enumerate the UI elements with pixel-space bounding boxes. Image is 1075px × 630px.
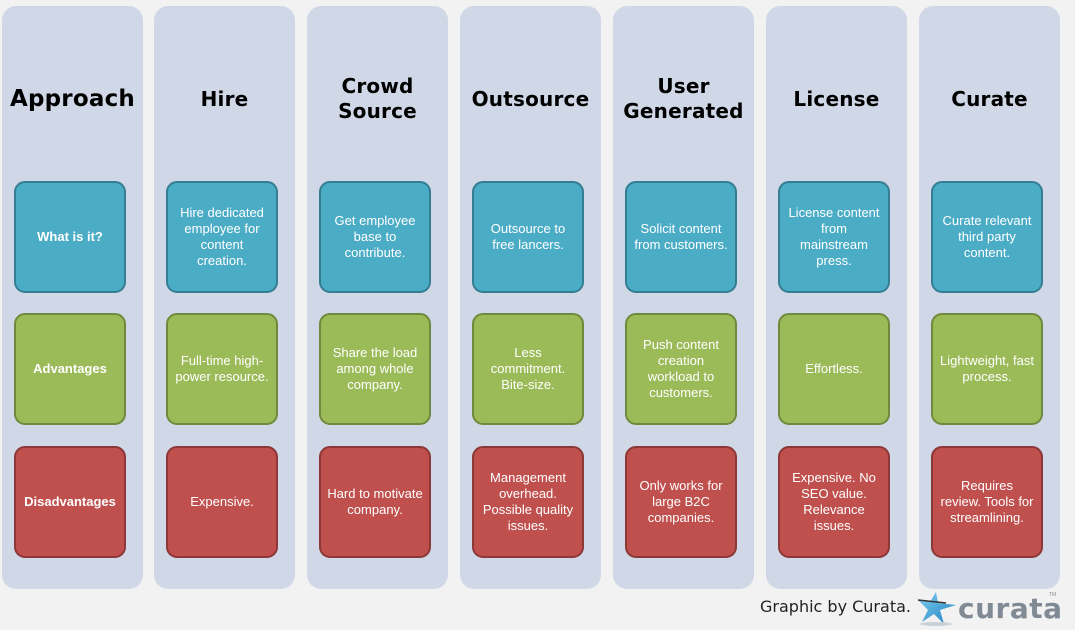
trademark: TM	[1049, 592, 1057, 598]
curata-logo: curata TM	[916, 590, 1062, 628]
logo-text: curata	[958, 592, 1063, 625]
column-outsource: Outsource Outsource to free lancers. Les…	[460, 6, 601, 589]
what-is-it-cell: Get employee base to contribute.	[319, 181, 431, 293]
what-is-it-cell: Solicit content from customers.	[625, 181, 737, 293]
row-label-advantages: Advantages	[14, 313, 126, 425]
row-label-what-is-it: What is it?	[14, 181, 126, 293]
what-is-it-cell: Hire dedicated employee for content crea…	[166, 181, 278, 293]
advantages-cell: Push content creation workload to custom…	[625, 313, 737, 425]
column-title: Hire	[200, 86, 249, 111]
column-title: Curate	[951, 86, 1028, 111]
what-is-it-cell: License content from mainstream press.	[778, 181, 890, 293]
column-title: Approach	[9, 85, 135, 112]
disadvantages-cell: Only works for large B2C companies.	[625, 446, 737, 558]
row-label-disadvantages: Disadvantages	[14, 446, 126, 558]
disadvantages-cell: Management overhead. Possible quality is…	[472, 446, 584, 558]
disadvantages-cell: Hard to motivate company.	[319, 446, 431, 558]
advantages-cell: Less commitment. Bite-size.	[472, 313, 584, 425]
star-swoosh-icon	[917, 592, 956, 626]
disadvantages-cell: Requires review. Tools for streamlining.	[931, 446, 1043, 558]
what-is-it-cell: Outsource to free lancers.	[472, 181, 584, 293]
column-approach: Approach What is it? Advantages Disadvan…	[2, 6, 143, 589]
column-title: Outsource	[471, 86, 590, 111]
column-title: User Generated	[623, 74, 744, 123]
column-curate: Curate Curate relevant third party conte…	[919, 6, 1060, 589]
advantages-cell: Full-time high-power resource.	[166, 313, 278, 425]
disadvantages-cell: Expensive. No SEO value. Relevance issue…	[778, 446, 890, 558]
column-hire: Hire Hire dedicated employee for content…	[154, 6, 295, 589]
advantages-cell: Lightweight, fast process.	[931, 313, 1043, 425]
column-title: License	[793, 86, 880, 111]
footer-credit: Graphic by Curata.	[760, 597, 911, 616]
column-title: Crowd Source	[338, 74, 417, 123]
column-crowd-source: Crowd Source Get employee base to contri…	[307, 6, 448, 589]
column-user-generated: User Generated Solicit content from cust…	[613, 6, 754, 589]
column-license: License License content from mainstream …	[766, 6, 907, 589]
what-is-it-cell: Curate relevant third party content.	[931, 181, 1043, 293]
advantages-cell: Effortless.	[778, 313, 890, 425]
advantages-cell: Share the load among whole company.	[319, 313, 431, 425]
disadvantages-cell: Expensive.	[166, 446, 278, 558]
